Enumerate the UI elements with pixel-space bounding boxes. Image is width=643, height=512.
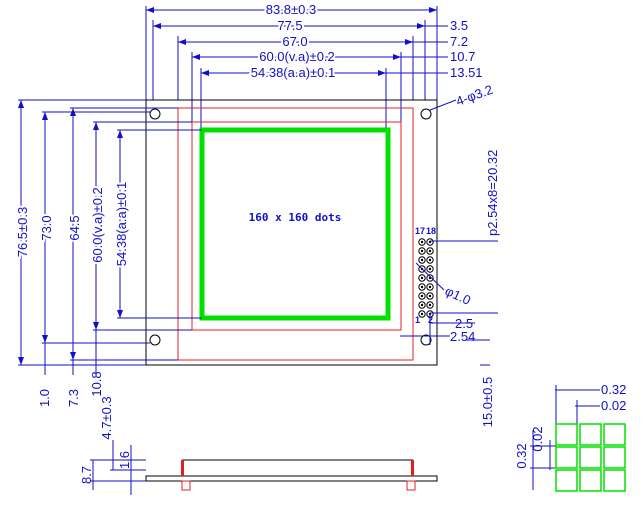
pin-number-17: 17 — [415, 226, 425, 236]
dim-right-13-51: 13.51 — [450, 65, 483, 80]
dot-pitch-x: 0.32 — [601, 382, 626, 397]
pin-hole — [426, 256, 434, 264]
pixel-dot — [555, 446, 578, 469]
dot-gap-x: 0.02 — [601, 398, 626, 413]
mount-hole-top-left — [149, 108, 161, 120]
dim-bottom-1-0: 1.0 — [37, 389, 52, 407]
pin-hole — [418, 247, 426, 255]
pin-center — [420, 294, 424, 298]
pin-hole — [426, 283, 434, 291]
mount-hole-bottom-left — [149, 334, 161, 346]
left-dimensions: 76.5±0.3 73.0 64.5 60.0(v.a)±0.2 54.38(a… — [13, 99, 202, 366]
dot-gap-y: 0.02 — [530, 426, 545, 451]
pixel-dot — [603, 423, 626, 446]
side-module-thickness: 4.7±0.3 — [99, 396, 114, 439]
pixel-dot — [579, 423, 602, 446]
pin-center — [420, 249, 424, 253]
side-pcb-thickness: 1.6 — [117, 451, 132, 469]
dim-bottom-15-0: 15.0±0.5 — [480, 377, 495, 428]
pin-hole — [418, 238, 426, 246]
dim-active-area-width: 54.38(a.a)±0.1 — [251, 65, 335, 80]
dim-bezel-width: 67.0 — [282, 34, 307, 49]
pixel-dot — [555, 469, 578, 492]
dim-bottom-7-3: 7.3 — [66, 389, 81, 407]
side-pcb — [145, 475, 438, 482]
pin-hole — [418, 310, 426, 318]
viewing-area — [199, 127, 391, 321]
bezel-inner — [191, 121, 402, 331]
pin-center — [420, 258, 424, 262]
pin-center — [428, 303, 432, 307]
pin-center — [428, 249, 432, 253]
pin-hole — [418, 274, 426, 282]
module-front-view: 160 x 160 dots 4-φ3.2 17 18 1 2 p2.54x8=… — [145, 82, 500, 366]
dim-bezel-height: 64.5 — [67, 215, 82, 240]
pin-hole — [426, 238, 434, 246]
dim-active-area-height: 54.38(a.a)±0.1 — [114, 182, 129, 266]
side-total-thickness: 8.7 — [79, 466, 94, 484]
pin-number-2: 2 — [428, 315, 433, 325]
dim-view-area-height: 60.0(v.a)±0.2 — [90, 187, 105, 263]
pixel-dot — [603, 446, 626, 469]
bezel-outer — [177, 107, 414, 361]
dim-hole-pitch-y: 73.0 — [39, 215, 54, 240]
dim-view-area-width: 60.0(v.a)±0.2 — [259, 49, 335, 64]
pixel-dot — [579, 446, 602, 469]
display-resolution-label: 160 x 160 dots — [249, 211, 342, 224]
pin-hole-diameter: φ1.0 — [443, 283, 473, 308]
pin-hole — [418, 292, 426, 300]
pin-center — [420, 276, 424, 280]
mount-hole-label: 4-φ3.2 — [454, 82, 495, 109]
pixel-dot — [579, 469, 602, 492]
side-pin-right — [406, 480, 416, 491]
pin-center — [428, 294, 432, 298]
pin-center — [428, 285, 432, 289]
side-bezel-right — [411, 460, 414, 476]
pin-hole — [418, 301, 426, 309]
dim-outline-width: 83.8±0.3 — [266, 2, 317, 17]
pin-hole — [426, 292, 434, 300]
pin-center — [420, 303, 424, 307]
pin-center — [420, 285, 424, 289]
pcb-outline — [145, 99, 438, 366]
side-pin-left — [181, 480, 191, 491]
side-bezel-left — [181, 460, 184, 476]
dim-bottom-10-8: 10.8 — [89, 371, 104, 396]
pin-number-1: 1 — [415, 315, 420, 325]
dim-right-3-5: 3.5 — [450, 18, 468, 33]
bottom-dimensions: 1.0 7.3 10.8 15.0±0.5 — [37, 330, 495, 427]
pin-hole — [426, 301, 434, 309]
right-dimensions: 3.5 7.2 10.7 13.51 — [386, 18, 483, 80]
dot-grid — [555, 423, 626, 492]
pin-center — [428, 267, 432, 271]
dim-pin-offset: 2.5 — [455, 316, 473, 331]
pin-hole — [426, 265, 434, 273]
pin-center — [428, 258, 432, 262]
dim-right-7-2: 7.2 — [450, 34, 468, 49]
dim-outline-height: 76.5±0.3 — [15, 207, 30, 258]
mount-hole-bottom-right — [420, 334, 432, 346]
mount-hole-top-right — [420, 108, 432, 120]
dot-pitch-y: 0.32 — [514, 443, 529, 468]
pin-pitch-total-label: p2.54x8=20.32 — [485, 150, 500, 236]
dot-detail: 0.32 0.02 0.32 0.02 — [514, 382, 626, 492]
pin-hole — [426, 274, 434, 282]
dim-pin-pitch: 2.54 — [450, 329, 475, 344]
pixel-dot — [555, 423, 578, 446]
pixel-dot — [603, 469, 626, 492]
pin-center — [420, 312, 424, 316]
pin-hole — [426, 247, 434, 255]
pin-hole — [418, 283, 426, 291]
top-dimensions: 83.8±0.3 77.5 67.0 60.0(v.a)±0.2 54.38(a… — [145, 0, 438, 130]
pin-hole — [418, 256, 426, 264]
pin-number-18: 18 — [426, 226, 436, 236]
pin-header — [418, 238, 434, 318]
pin-hole — [418, 265, 426, 273]
dim-hole-pitch-x: 77.5 — [277, 18, 302, 33]
pin-center — [420, 240, 424, 244]
side-view: 8.7 4.7±0.3 1.6 — [79, 396, 438, 495]
dim-right-10-7: 10.7 — [450, 49, 475, 64]
